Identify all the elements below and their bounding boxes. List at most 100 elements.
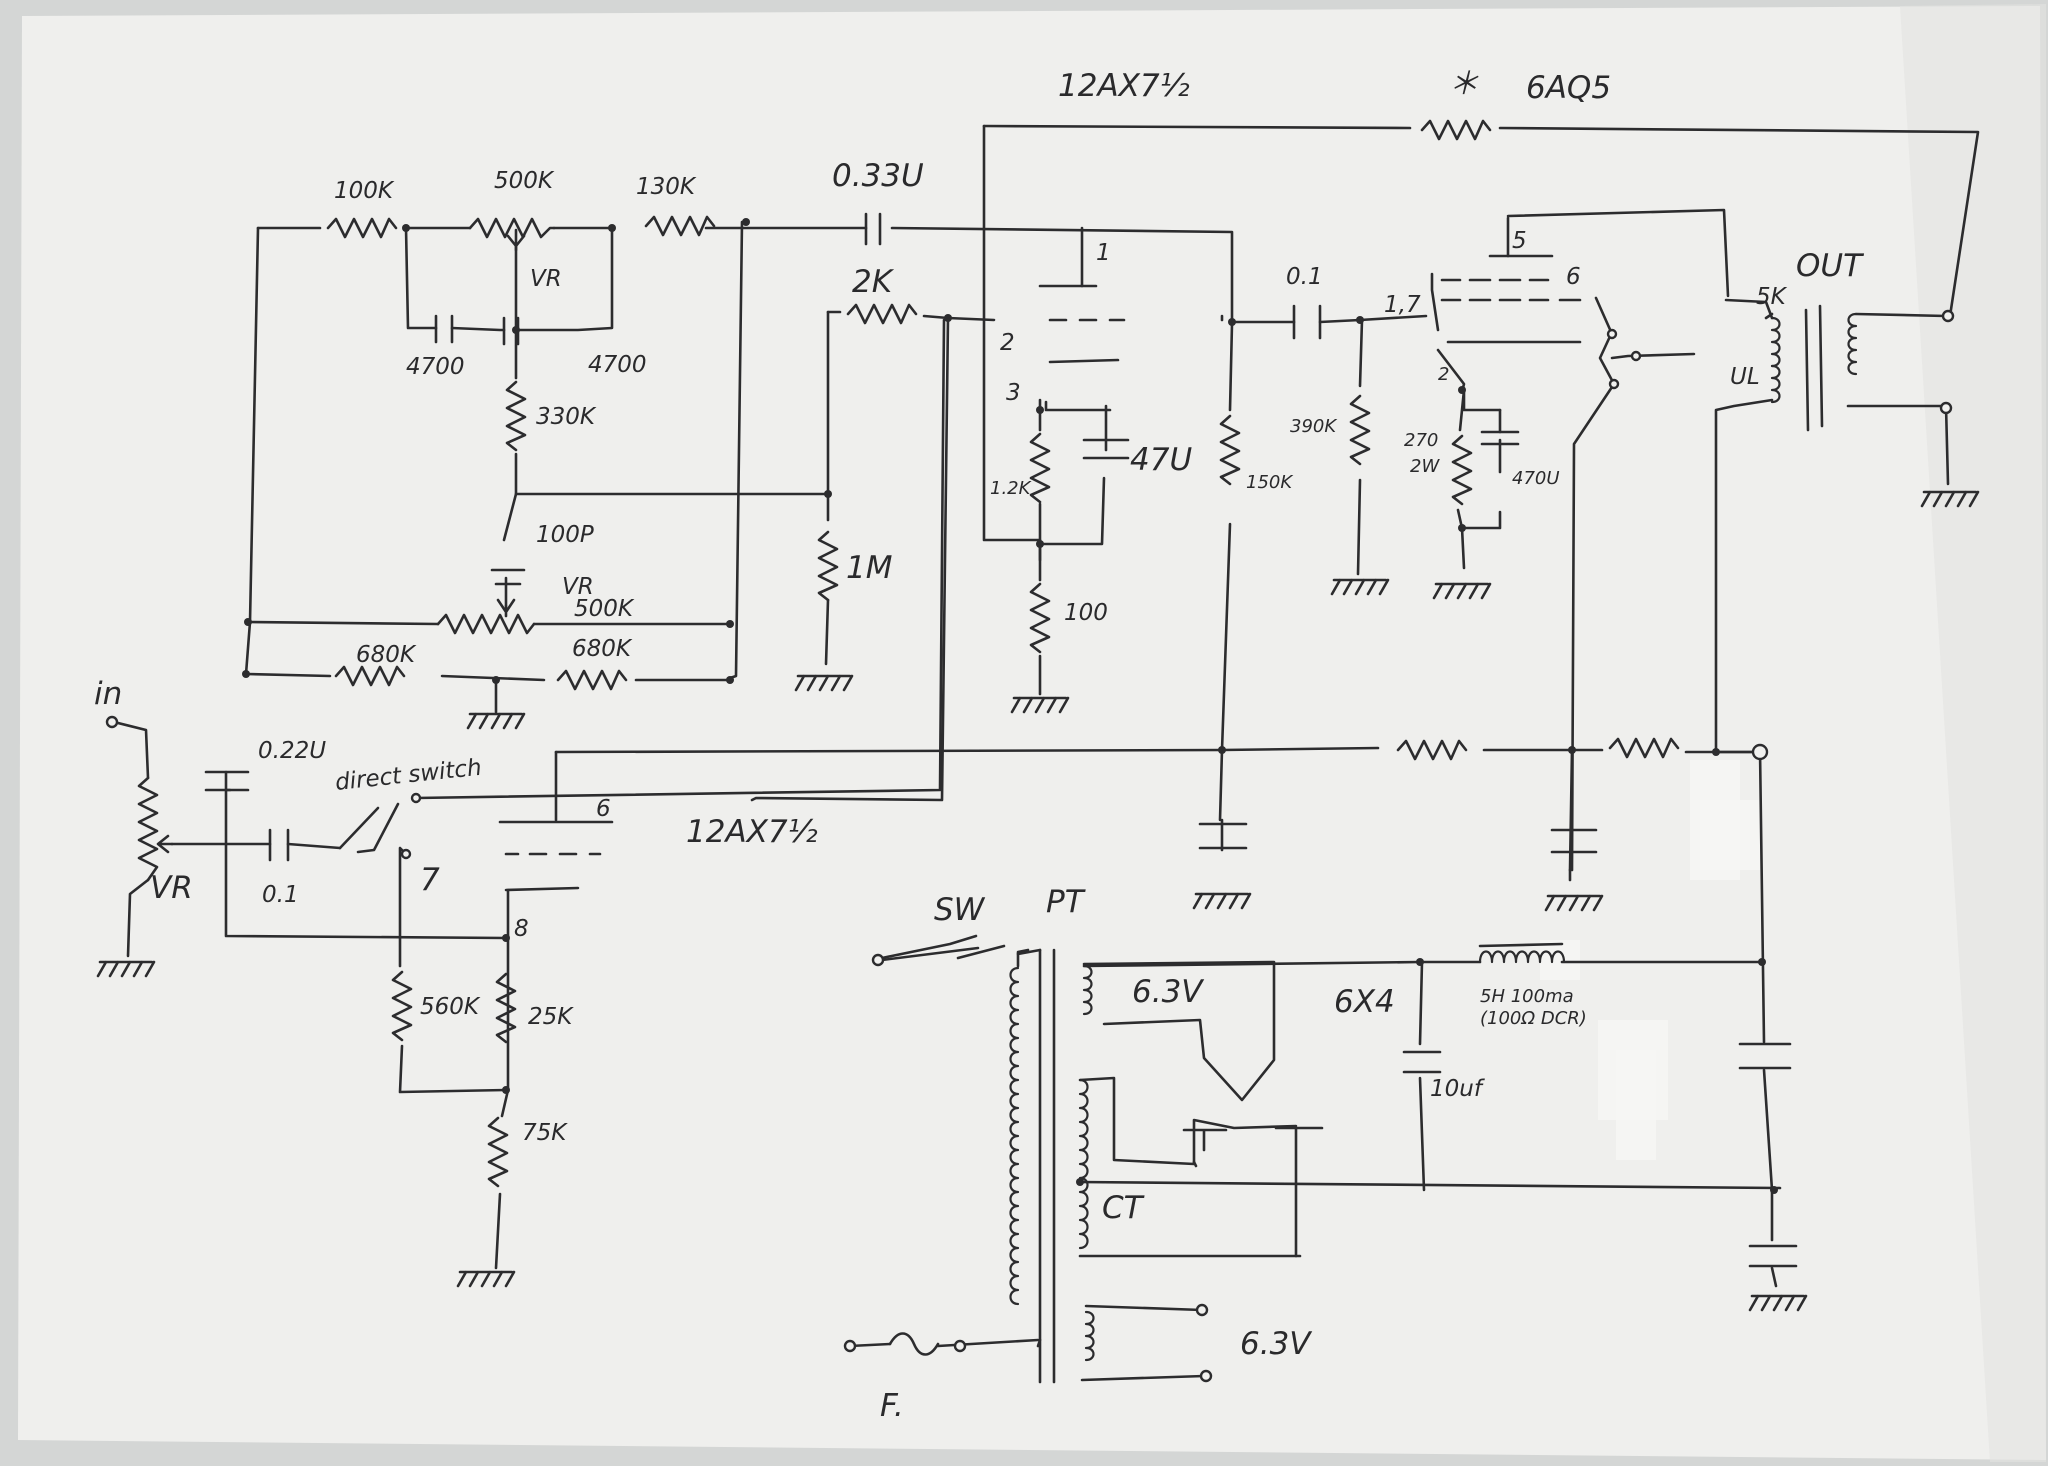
switch-icon — [1598, 330, 1616, 386]
terminals — [105, 309, 1955, 1383]
terminal-icon — [953, 1339, 967, 1353]
label-63v-bottom: 6.3V — [1240, 1326, 1313, 1362]
label-4700-left: 4700 — [406, 354, 465, 380]
tube-asterisk: ＊ — [1448, 66, 1479, 102]
label-25k: 25K — [528, 1004, 574, 1030]
label-ct: CT — [1102, 1190, 1145, 1226]
terminal-icon — [1941, 309, 1955, 323]
label-pin-8: 8 — [514, 916, 529, 942]
label-100k: 100K — [334, 178, 395, 204]
label-01-coupling: 0.1 — [1286, 264, 1323, 290]
junction-dot-icon — [502, 934, 510, 942]
labels: 12AX7½ ＊ 6AQ5 12AX7½ 6X4 100K 500K VR 13… — [94, 66, 1864, 1424]
capacitor-icon — [204, 770, 250, 792]
junction-dot-icon — [1218, 746, 1226, 754]
label-100p: 100P — [536, 522, 594, 548]
label-130k: 130K — [636, 174, 697, 200]
junction-dot-icon — [1568, 746, 1576, 754]
label-pin-2: 2 — [1000, 330, 1015, 356]
junction-dot-icon — [1770, 1186, 1778, 1194]
tube-label-6aq5: 6AQ5 — [1526, 70, 1611, 106]
junction-dot-icon — [1712, 748, 1720, 756]
terminal-icon — [1606, 328, 1618, 340]
label-pin-1-7: 1,7 — [1384, 292, 1421, 318]
terminal-icon — [105, 715, 119, 729]
label-pt: PT — [1046, 884, 1086, 920]
label-pin-6-output: 6 — [1566, 264, 1581, 290]
label-680k-left: 680K — [356, 642, 417, 668]
terminal-icon — [871, 953, 885, 967]
label-vol-vr: VR — [150, 870, 193, 906]
label-pin-1: 1 — [1096, 240, 1111, 266]
junction-dot-icon — [502, 1086, 510, 1094]
label-10uf: 10uf — [1430, 1076, 1485, 1102]
terminal-icon — [400, 848, 412, 860]
terminal-icon — [1630, 350, 1642, 362]
label-270: 270 — [1404, 430, 1438, 451]
label-022u: 0.22U — [258, 738, 326, 764]
junction-dot-icon — [1228, 318, 1236, 326]
potentiometer-icon — [468, 217, 556, 252]
capacitor-icon — [1748, 1244, 1798, 1268]
label-560k: 560K — [420, 994, 481, 1020]
label-2k: 2K — [852, 264, 895, 300]
junction-dot-icon — [492, 676, 500, 684]
tube-grid-icon — [1182, 1126, 1324, 1258]
label-100: 100 — [1064, 600, 1108, 626]
junction-dot-icon — [1076, 1178, 1084, 1186]
label-vr-top: VR — [530, 266, 562, 292]
junction-dot-icon — [1036, 540, 1044, 548]
switch-icon — [880, 934, 1006, 960]
transformer-icon — [1770, 304, 1858, 432]
terminal-icon — [843, 1339, 857, 1353]
potentiometers — [137, 217, 556, 882]
label-500k-top: 500K — [494, 168, 555, 194]
junction-dot-icon — [1458, 524, 1466, 532]
junction-dot-icon — [402, 224, 410, 232]
label-choke-line1: 5H 100ma — [1480, 986, 1574, 1007]
junction-dot-icon — [824, 490, 832, 498]
junction-dot-icon — [1416, 958, 1424, 966]
electrolytic-capacitor-icon — [1480, 430, 1520, 446]
potentiometer-icon — [436, 598, 536, 635]
capacitor-icon — [434, 314, 454, 344]
tube-label-6x4: 6X4 — [1334, 984, 1395, 1020]
electrolytic-capacitor-icon — [1402, 1050, 1442, 1074]
potentiometer-icon — [137, 776, 174, 882]
junction-dot-icon — [608, 224, 616, 232]
junction-dot-icon — [1458, 386, 1466, 394]
label-pin-2-output: 2 — [1438, 364, 1449, 385]
junction-dot-icon — [726, 620, 734, 628]
label-in: in — [94, 676, 122, 712]
label-vr-bottom: VR — [562, 574, 594, 600]
wiring — [112, 124, 1980, 1382]
capacitor-icon — [490, 568, 526, 586]
terminal-icon — [1199, 1369, 1213, 1383]
label-choke-line2: (100Ω DCR) — [1480, 1008, 1587, 1029]
label-pin-6: 6 — [596, 796, 611, 822]
transformer-icon — [1009, 948, 1095, 1384]
label-63v-top: 6.3V — [1132, 974, 1205, 1010]
capacitor-icon — [268, 828, 290, 862]
junction-dot-icon — [512, 326, 520, 334]
capacitors — [204, 212, 1798, 1268]
label-75k: 75K — [522, 1120, 568, 1146]
label-500k-bottom: 500K — [574, 596, 635, 622]
junction-dot-icon — [742, 218, 750, 226]
label-150k: 150K — [1246, 472, 1293, 493]
capacitor-icon — [864, 212, 882, 246]
junction-dot-icon — [1036, 406, 1044, 414]
junction-dot-icon — [944, 314, 952, 322]
junction-dot-icon — [1356, 316, 1364, 324]
junction-dot-icon — [1758, 958, 1766, 966]
label-1m: 1M — [846, 550, 892, 586]
label-330k: 330K — [536, 404, 597, 430]
label-pin-3: 3 — [1006, 380, 1021, 406]
capacitor-icon — [1198, 822, 1248, 850]
junction-dot-icon — [242, 670, 250, 678]
label-pin-7: 7 — [420, 862, 440, 898]
label-033u: 0.33U — [832, 158, 924, 194]
label-01-input: 0.1 — [262, 882, 299, 908]
label-sw: SW — [934, 892, 986, 928]
junction-dot-icon — [726, 676, 734, 684]
